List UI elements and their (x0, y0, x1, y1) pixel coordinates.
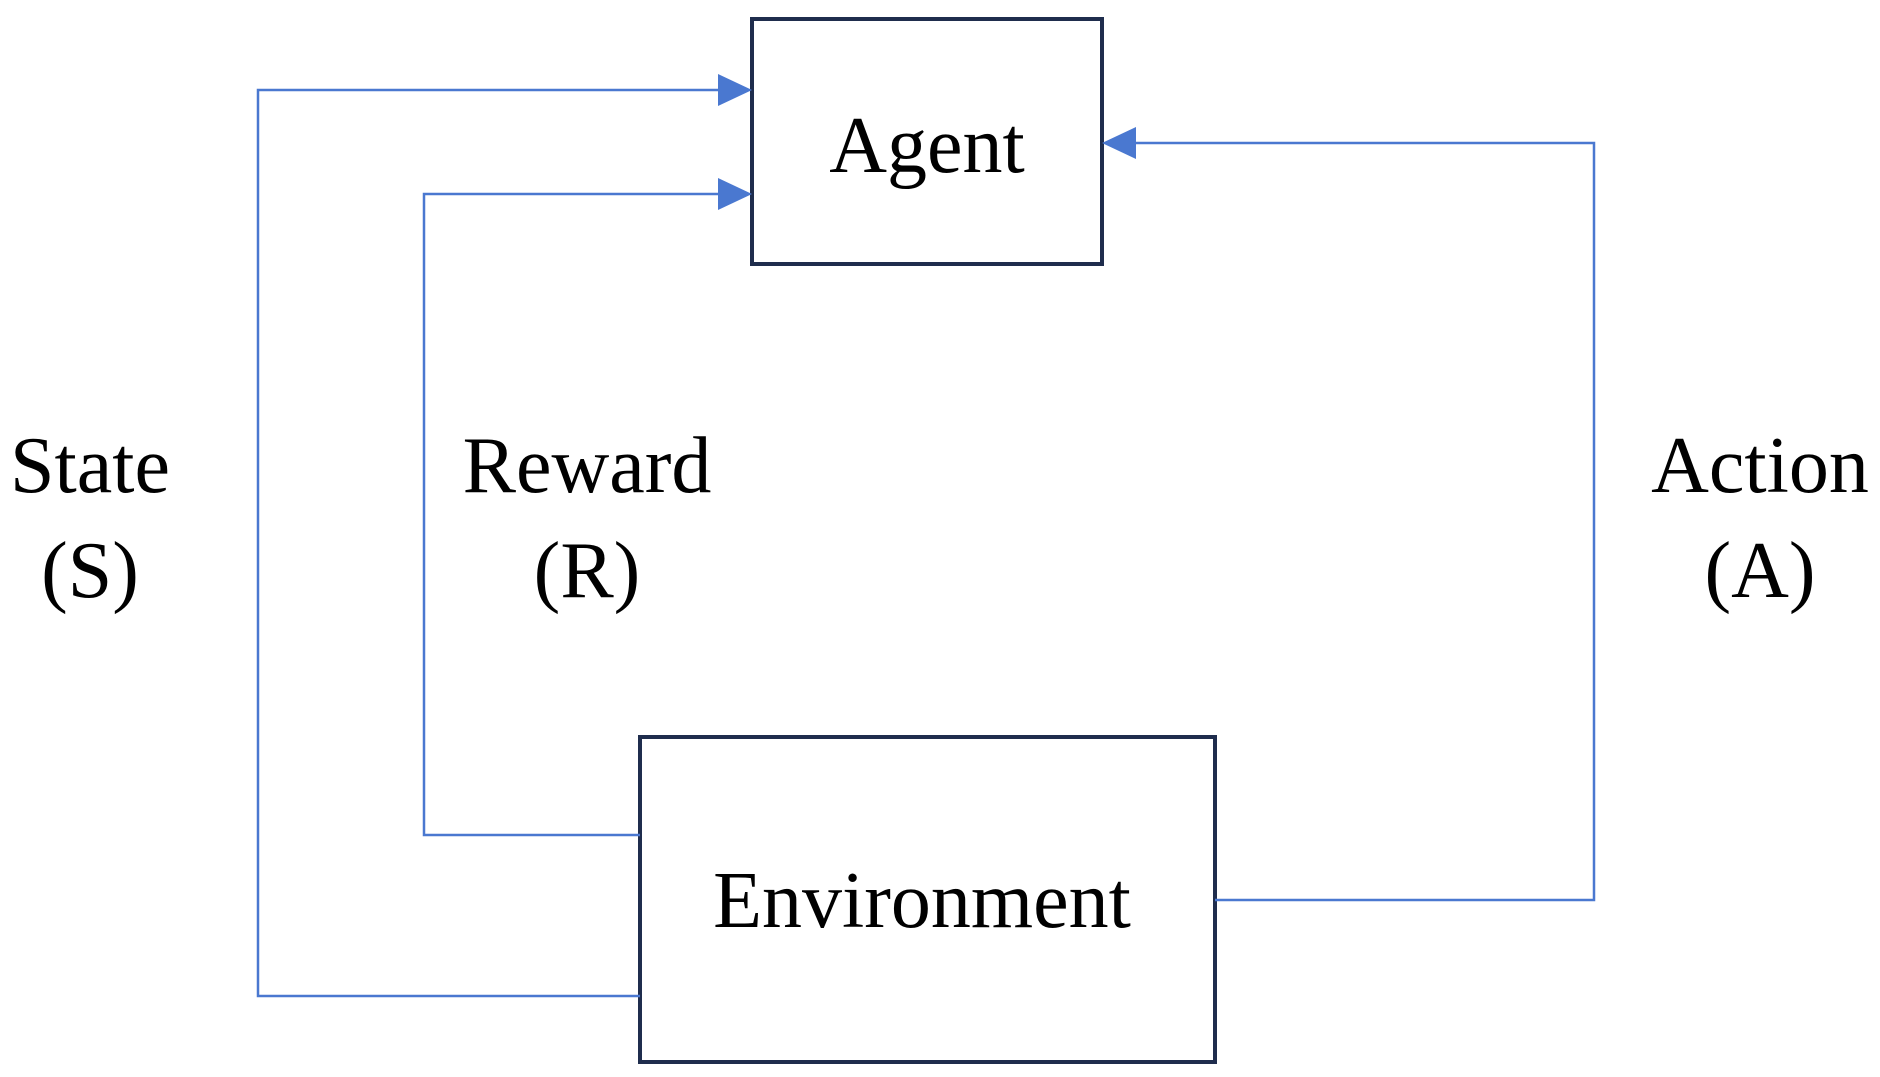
reward-connector (422, 178, 752, 837)
state-label-name: State (10, 422, 170, 510)
environment-box (638, 735, 1217, 1064)
reward-label-name: Reward (463, 422, 712, 510)
agent-node: Agent (750, 17, 1104, 266)
reward-label: Reward (R) (463, 422, 712, 615)
state-label-symbol: (S) (41, 527, 139, 615)
reward-arrowhead (718, 178, 752, 210)
state-connector (256, 74, 752, 998)
action-line (1134, 141, 1596, 902)
state-arrowhead (718, 74, 752, 106)
agent-box (750, 17, 1104, 266)
reward-label-symbol: (R) (534, 527, 641, 615)
action-label-name: Action (1651, 422, 1869, 510)
environment-label: Environment (713, 857, 1131, 945)
action-arrowhead (1102, 127, 1136, 159)
action-label-symbol: (A) (1704, 527, 1815, 615)
state-label: State (S) (10, 422, 170, 615)
reward-line (422, 192, 720, 837)
state-line (256, 88, 720, 998)
action-connector (1102, 127, 1596, 902)
action-label: Action (A) (1651, 422, 1869, 615)
agent-label: Agent (829, 102, 1025, 190)
environment-node: Environment (638, 735, 1217, 1064)
